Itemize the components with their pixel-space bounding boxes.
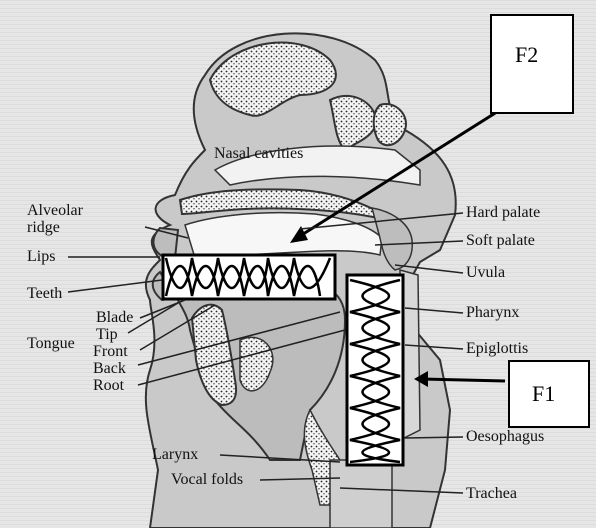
label-nasal-cavities: Nasal cavities xyxy=(214,146,303,162)
label-lips: Lips xyxy=(27,249,55,265)
label-larynx: Larynx xyxy=(152,447,198,463)
label-blade: Blade xyxy=(96,310,133,326)
label-back: Back xyxy=(93,361,126,377)
f2-label: F2 xyxy=(515,44,538,66)
label-teeth: Teeth xyxy=(27,286,62,302)
label-vocal-folds: Vocal folds xyxy=(171,472,243,488)
label-uvula: Uvula xyxy=(466,265,505,281)
label-tip: Tip xyxy=(96,327,118,343)
label-alveolar-ridge-2: ridge xyxy=(27,220,60,236)
label-trachea: Trachea xyxy=(466,486,517,502)
label-tongue: Tongue xyxy=(27,336,75,352)
trachea-tube xyxy=(330,460,392,528)
label-root: Root xyxy=(93,378,124,394)
turbinate-2 xyxy=(374,104,406,145)
label-hard-palate: Hard palate xyxy=(466,205,540,221)
f1-arrow-shaft xyxy=(422,379,505,381)
f1-label: F1 xyxy=(532,383,555,405)
label-pharynx: Pharynx xyxy=(466,305,519,321)
label-soft-palate: Soft palate xyxy=(466,233,535,249)
label-front: Front xyxy=(93,344,128,360)
label-oesophagus: Oesophagus xyxy=(466,429,544,445)
label-epiglottis: Epiglottis xyxy=(466,341,528,357)
label-alveolar-ridge-1: Alveolar xyxy=(27,203,83,219)
